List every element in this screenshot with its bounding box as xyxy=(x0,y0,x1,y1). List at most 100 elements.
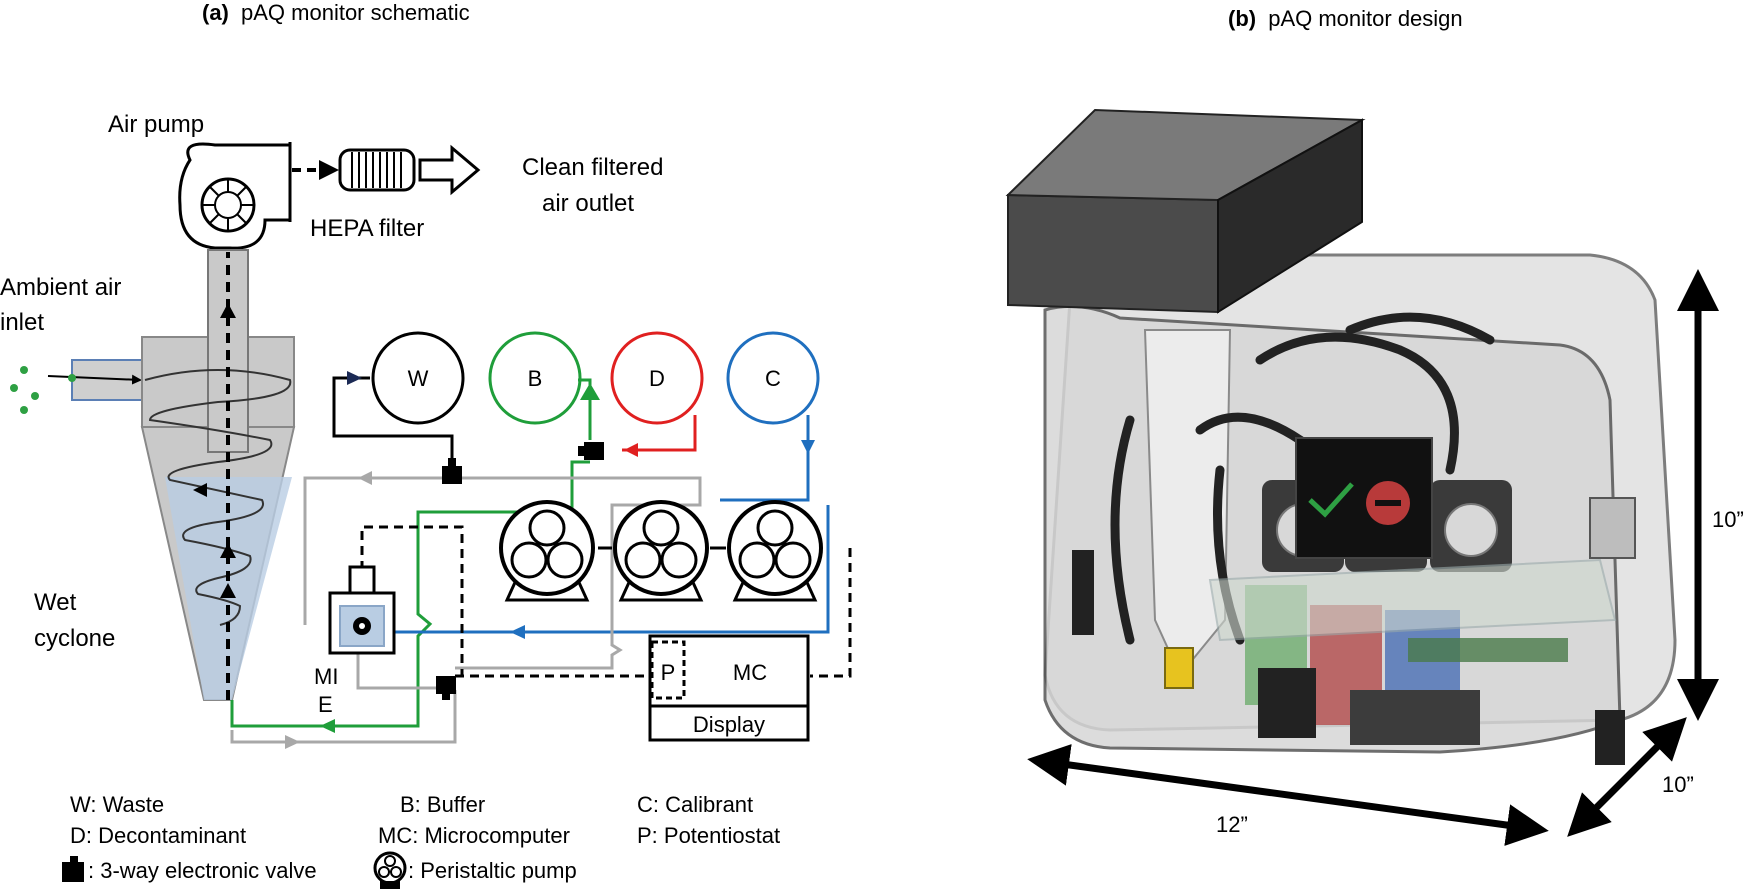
air-pump-label: Air pump xyxy=(108,111,204,138)
flow-arrow-up-3 xyxy=(220,583,236,598)
recirculation-return-line xyxy=(230,690,457,744)
reservoir-label-d: D xyxy=(649,366,665,391)
panel-a-schematic: (a) pAQ monitor schematic Air pump xyxy=(0,0,852,889)
top-box-side xyxy=(1217,118,1363,314)
hepa-filter-label: HEPA filter xyxy=(310,215,424,242)
wet-cyclone: Wet cyclone xyxy=(34,249,296,701)
power-port xyxy=(1595,710,1625,765)
panel-a-title: (a) pAQ monitor schematic xyxy=(202,0,470,25)
buffer-arrow xyxy=(580,383,600,400)
legend-pump-icon xyxy=(373,851,407,889)
air-pump: Air pump xyxy=(108,111,292,250)
valves xyxy=(436,442,604,700)
mounting-plate xyxy=(1208,558,1617,642)
legend-microcomputer: MC: Microcomputer xyxy=(378,823,570,848)
valve-mie xyxy=(436,676,456,700)
mie-electrode-top xyxy=(348,565,376,595)
buffer-arrow-bottom xyxy=(320,719,335,733)
depth-arrow xyxy=(1567,717,1687,837)
peristaltic-pump-1 xyxy=(499,500,595,602)
yellow-connector xyxy=(1164,647,1194,689)
calibrant-return-arrow xyxy=(510,625,525,639)
calibrant-arrow xyxy=(801,440,815,454)
dimensions: 10” 10” 12” xyxy=(1027,269,1744,846)
wet-cyclone-label-line1: Wet xyxy=(34,589,77,616)
legend-calibrant: C: Calibrant xyxy=(637,792,753,817)
legend-valve: : 3-way electronic valve xyxy=(88,858,317,883)
valve-buffer xyxy=(578,442,604,460)
top-box-front xyxy=(1007,193,1219,314)
mie-label-line2: E xyxy=(318,692,333,717)
inlet-flow-arrow xyxy=(47,374,142,385)
stop-icon-bar xyxy=(1375,500,1401,506)
screen-panel xyxy=(1295,437,1433,559)
flow-arrow-left xyxy=(193,483,207,497)
panel-b-tag: (b) xyxy=(1228,6,1256,31)
width-arrow xyxy=(1027,744,1549,846)
waste-arrow xyxy=(347,371,362,385)
display-label: Display xyxy=(693,712,765,737)
reservoir-c xyxy=(726,331,820,425)
depth-label: 10” xyxy=(1662,772,1694,797)
waste-line xyxy=(332,376,454,468)
ambient-label-line1: Ambient air xyxy=(0,274,121,301)
mie-electrode-center xyxy=(359,623,365,629)
hepa-filter-pleats xyxy=(351,152,402,188)
microcomputer-display: P MC Display xyxy=(648,634,810,742)
reservoir-w xyxy=(371,331,465,425)
recirculation-arrow-top xyxy=(358,471,372,485)
potentiostat-box xyxy=(650,640,686,700)
electrical-lines xyxy=(360,525,852,678)
legend-decontaminant: D: Decontaminant xyxy=(70,823,246,848)
ambient-label-line2: inlet xyxy=(0,309,44,336)
check-icon xyxy=(1308,482,1354,518)
buffer-line-top xyxy=(578,378,592,440)
peristaltic-pump-3 xyxy=(727,500,823,602)
decontaminant-arrow xyxy=(624,443,638,457)
recirculation-arrow-bottom xyxy=(285,735,300,749)
side-port xyxy=(1072,550,1094,635)
valve-waste xyxy=(442,458,462,484)
latch xyxy=(1589,497,1636,559)
height-label: 10” xyxy=(1712,507,1744,532)
legend-valve-icon xyxy=(62,856,84,882)
cyclone-model xyxy=(1143,329,1232,677)
particles-icon xyxy=(10,366,76,414)
mie-to-valve-line xyxy=(356,650,440,690)
peristaltic-pump-2 xyxy=(613,500,709,602)
mie-signal-line xyxy=(360,525,650,678)
ambient-air-inlet: Ambient air inlet xyxy=(0,274,143,414)
width-label: 12” xyxy=(1216,812,1248,837)
wet-cyclone-label-line2: cyclone xyxy=(34,625,115,652)
display-screen xyxy=(1295,437,1433,559)
air-pump-housing-model xyxy=(1005,108,1366,314)
reservoir-d xyxy=(610,331,704,425)
pump-control-line xyxy=(810,548,852,678)
air-pump-blades xyxy=(202,179,254,231)
legend-buffer: B: Buffer xyxy=(400,792,485,817)
legend-pump: : Peristaltic pump xyxy=(408,858,577,883)
decontaminant-line xyxy=(622,415,697,452)
panel-b-title: (b) pAQ monitor design xyxy=(1228,6,1463,31)
flow-arrow-up-1 xyxy=(220,303,236,318)
legend-potentiostat: P: Potentiostat xyxy=(637,823,780,848)
clean-air-label-line2: air outlet xyxy=(542,190,634,217)
potentiostat-label: P xyxy=(661,660,676,685)
mie-sensor: MI E xyxy=(314,565,396,717)
mie-label-line1: MI xyxy=(314,664,338,689)
circuit-board xyxy=(1408,638,1568,662)
panel-b-title-text: pAQ monitor design xyxy=(1268,6,1462,31)
calibrant-line xyxy=(720,415,810,502)
clean-air-outlet-arrow xyxy=(418,144,481,196)
panel-a-title-text: pAQ monitor schematic xyxy=(241,0,470,25)
reservoir-b xyxy=(488,331,582,425)
flow-arrow-up-2 xyxy=(220,543,236,558)
recirculation-line xyxy=(303,476,702,670)
panel-b-design: (b) pAQ monitor design xyxy=(1005,6,1744,846)
mie-liquid xyxy=(339,605,385,647)
fan-block xyxy=(1258,668,1316,738)
mc-label: MC xyxy=(733,660,767,685)
panel-a-tag: (a) xyxy=(202,0,229,25)
